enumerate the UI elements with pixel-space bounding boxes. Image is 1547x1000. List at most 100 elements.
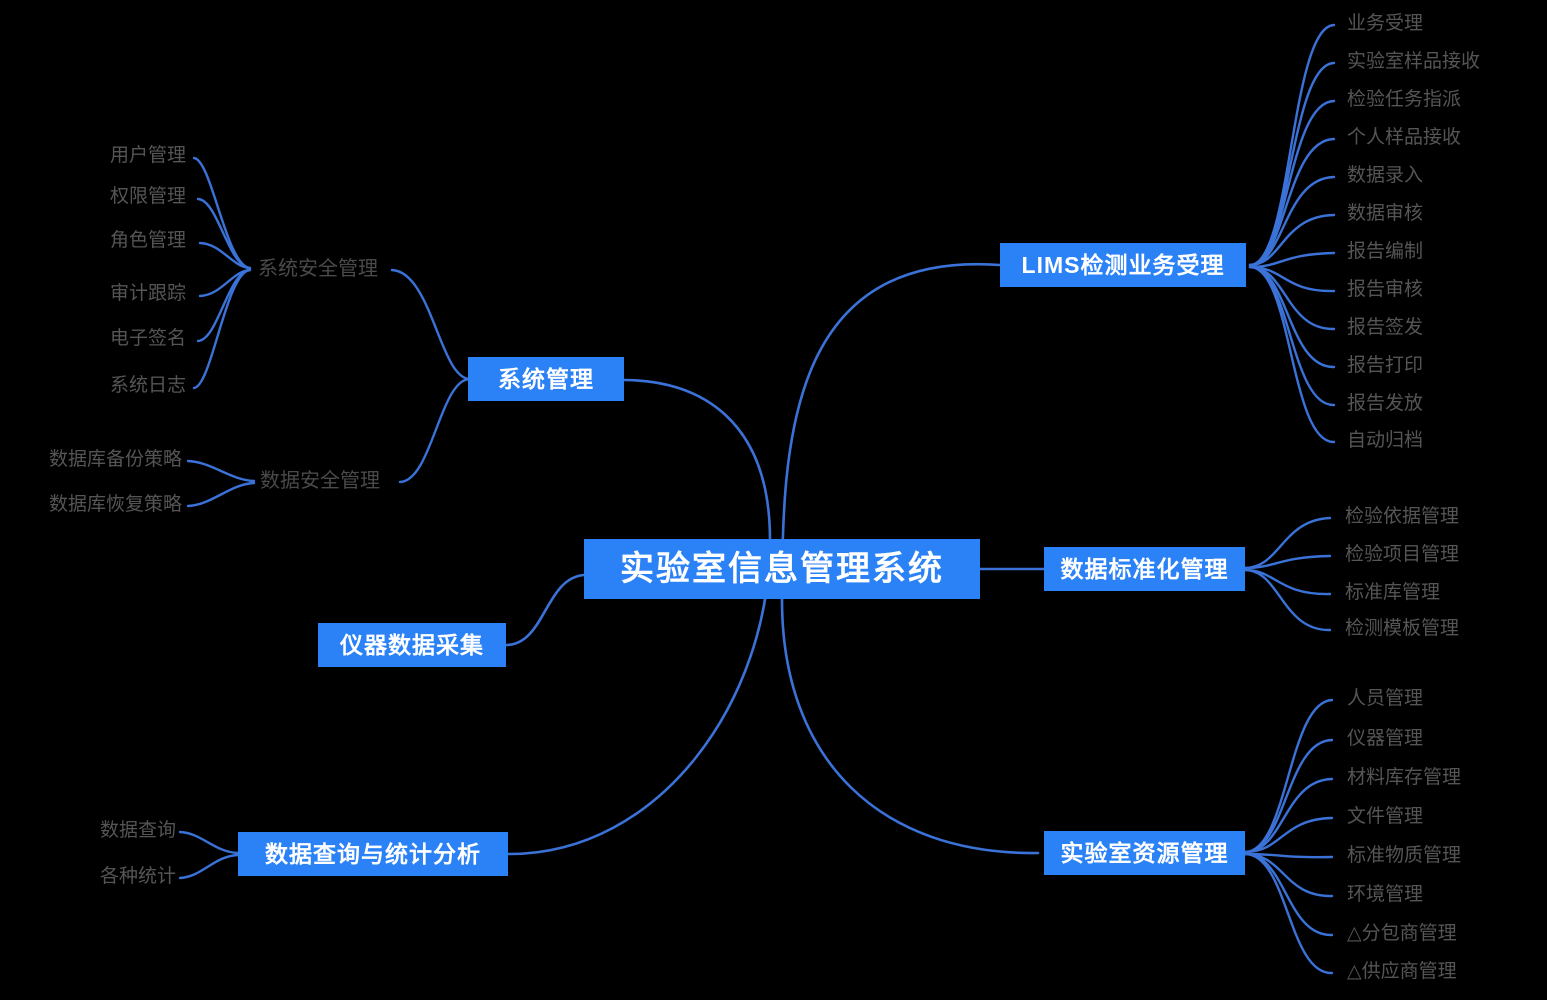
leaf-label: 检验依据管理: [1345, 506, 1460, 527]
branch-instrument-data-acquisition-label: 仪器数据采集: [340, 631, 484, 658]
leaf-db-recovery-policy[interactable]: 数据库恢复策略: [0, 495, 182, 514]
leaf-data-review[interactable]: 数据审核: [1347, 204, 1423, 223]
leaf-auto-archiving[interactable]: 自动归档: [1347, 431, 1423, 450]
leaf-standard-library-management[interactable]: 标准库管理: [1345, 583, 1440, 602]
leaf-data-entry[interactable]: 数据录入: [1347, 166, 1423, 185]
link-security-leaf-0: [192, 156, 252, 270]
leaf-report-preparation[interactable]: 报告编制: [1347, 242, 1423, 261]
branch-lab-resources[interactable]: 实验室资源管理: [1044, 831, 1245, 875]
root-node[interactable]: 实验室信息管理系统: [584, 539, 980, 599]
leaf-label: 人员管理: [1347, 688, 1424, 709]
leaf-inspection-task-assignment[interactable]: 检验任务指派: [1347, 90, 1461, 109]
leaf-label: 报告签发: [1347, 317, 1424, 338]
leaf-label: 数据查询: [99, 820, 176, 841]
link-lims-leaf-7: [1248, 265, 1336, 293]
leaf-system-log[interactable]: 系统日志: [0, 376, 186, 395]
link-datastd-leaf-0: [1243, 516, 1332, 570]
leaf-db-backup-policy[interactable]: 数据库备份策略: [0, 450, 182, 469]
leaf-label: 标准库管理: [1345, 582, 1441, 603]
link-security-leaf-3: [198, 268, 252, 298]
link-datastd-leaf-3: [1243, 568, 1332, 632]
branch-system-management[interactable]: 系统管理: [468, 357, 624, 401]
link-lims-leaf-6: [1248, 251, 1336, 269]
leaf-audit-trail[interactable]: 审计跟踪: [0, 284, 186, 303]
leaf-label: 数据库备份策略: [48, 449, 182, 470]
branch-lims-business[interactable]: LIMS检测业务受理: [1000, 243, 1246, 287]
leaf-label: 个人样品接收: [1347, 127, 1462, 148]
leaf-label: 各种统计: [99, 866, 176, 887]
leaf-document-management[interactable]: 文件管理: [1347, 807, 1423, 826]
link-root-to-resources: [780, 598, 1040, 855]
branch-query-statistics[interactable]: 数据查询与统计分析: [238, 832, 508, 876]
leaf-reference-material-management[interactable]: 标准物质管理: [1347, 846, 1461, 865]
link-lims-leaf-8: [1248, 265, 1336, 331]
leaf-label: 材料库存管理: [1347, 767, 1462, 788]
leaf-label: 检验项目管理: [1345, 544, 1460, 565]
leaf-label: 自动归档: [1347, 430, 1424, 451]
link-security-leaf-1: [196, 197, 252, 270]
leaf-report-issuance[interactable]: 报告签发: [1347, 318, 1423, 337]
leaf-label: △分包商管理: [1347, 923, 1457, 944]
link-lims-leaf-2: [1248, 99, 1336, 267]
link-lims-leaf-10: [1248, 265, 1336, 407]
subbranch-data-security-label: 数据安全管理: [260, 470, 380, 492]
leaf-environment-management[interactable]: 环境管理: [1347, 885, 1423, 904]
leaf-personnel-management[interactable]: 人员管理: [1347, 689, 1423, 708]
leaf-various-statistics[interactable]: 各种统计: [0, 867, 176, 886]
link-lims-leaf-11: [1248, 265, 1336, 444]
leaf-personal-sample-receipt[interactable]: 个人样品接收: [1347, 128, 1461, 147]
leaf-label: 环境管理: [1347, 884, 1424, 905]
leaf-report-distribution[interactable]: 报告发放: [1347, 394, 1423, 413]
leaf-label: 系统日志: [109, 375, 186, 396]
leaf-role-management[interactable]: 角色管理: [0, 231, 186, 250]
link-resources-leaf-6: [1243, 852, 1334, 937]
leaf-label: 业务受理: [1347, 13, 1424, 34]
leaf-permission-management[interactable]: 权限管理: [0, 187, 186, 206]
link-datasec-leaf-1: [186, 481, 256, 508]
branch-instrument-data-acquisition[interactable]: 仪器数据采集: [318, 623, 506, 667]
leaf-instrument-management[interactable]: 仪器管理: [1347, 729, 1423, 748]
leaf-label: 报告审核: [1347, 279, 1424, 300]
leaf-label: 数据录入: [1347, 165, 1424, 186]
branch-data-standardization[interactable]: 数据标准化管理: [1044, 547, 1245, 591]
leaf-label: 报告打印: [1347, 355, 1424, 376]
link-resources-leaf-2: [1243, 777, 1334, 854]
leaf-electronic-signature[interactable]: 电子签名: [0, 329, 186, 348]
link-lims-leaf-1: [1248, 61, 1336, 267]
leaf-label: 电子签名: [109, 328, 186, 349]
leaf-label: 实验室样品接收: [1347, 51, 1481, 72]
link-datasec-leaf-0: [186, 459, 256, 483]
link-datastd-leaf-2: [1243, 568, 1332, 596]
link-sysmgmt-to-security: [390, 268, 472, 381]
branch-query-statistics-label: 数据查询与统计分析: [265, 840, 481, 867]
link-sysmgmt-to-datasec: [398, 377, 472, 484]
leaf-user-management[interactable]: 用户管理: [0, 146, 186, 165]
link-query-leaf-1: [178, 853, 240, 880]
leaf-label: 仪器管理: [1347, 728, 1424, 749]
leaf-label: 审计跟踪: [109, 283, 186, 304]
leaf-label: 报告编制: [1347, 241, 1424, 262]
leaf-material-inventory-management[interactable]: 材料库存管理: [1347, 768, 1461, 787]
link-lims-leaf-4: [1248, 175, 1336, 267]
leaf-report-review[interactable]: 报告审核: [1347, 280, 1423, 299]
subbranch-system-security[interactable]: 系统安全管理: [258, 259, 378, 279]
leaf-report-printing[interactable]: 报告打印: [1347, 356, 1423, 375]
leaf-test-template-management[interactable]: 检测模板管理: [1345, 619, 1459, 638]
leaf-subcontractor-management[interactable]: △分包商管理: [1347, 924, 1457, 943]
leaf-inspection-basis-management[interactable]: 检验依据管理: [1345, 507, 1459, 526]
leaf-supplier-management[interactable]: △供应商管理: [1347, 962, 1457, 981]
leaf-label: 检验任务指派: [1347, 89, 1462, 110]
subbranch-system-security-label: 系统安全管理: [258, 258, 378, 280]
leaf-label: 数据审核: [1347, 203, 1424, 224]
subbranch-data-security[interactable]: 数据安全管理: [260, 471, 380, 491]
leaf-lab-sample-receipt[interactable]: 实验室样品接收: [1347, 52, 1480, 71]
leaf-business-acceptance[interactable]: 业务受理: [1347, 14, 1423, 33]
leaf-inspection-item-management[interactable]: 检验项目管理: [1345, 545, 1459, 564]
link-security-leaf-2: [198, 241, 252, 270]
leaf-data-query[interactable]: 数据查询: [0, 821, 176, 840]
link-security-leaf-4: [196, 268, 252, 343]
leaf-label: 数据库恢复策略: [48, 494, 182, 515]
link-resources-leaf-4: [1243, 852, 1334, 859]
leaf-label: 检测模板管理: [1345, 618, 1460, 639]
